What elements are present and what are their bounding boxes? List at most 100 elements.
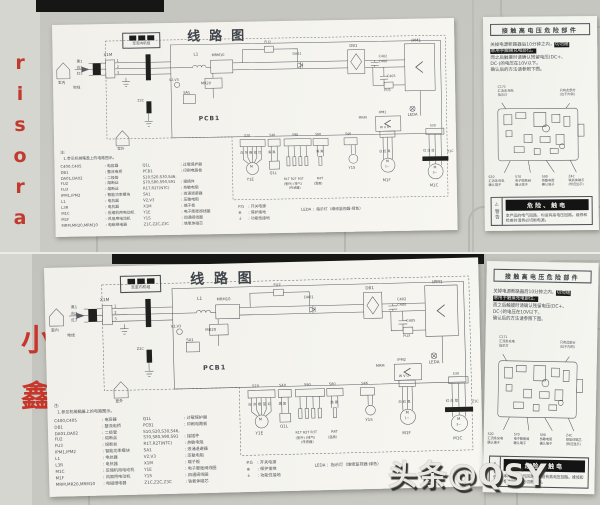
danger-body: 本产品的电气回路，均设有高电压回路。维修和检查时请务必切断电源。: [505, 211, 588, 223]
component-label: 1~: [404, 415, 410, 421]
component-label: (温度): [313, 180, 323, 185]
component-label: Q1L: [280, 424, 288, 429]
hv-warning-label: 接触高电压危险部件 关掉电源断路器后10分钟之内，切勿随意用手触摸充电部位。而之…: [482, 261, 599, 495]
panel-seam: [472, 0, 474, 252]
danger-title: 危险、触电: [505, 199, 589, 211]
component-label: S80: [328, 381, 336, 386]
danger-box: ⚠ 警告 危险、触电 本产品的电气回路，均设有高电压回路。维修和检查时请务必切断…: [490, 196, 593, 226]
component-label: MRM: [358, 115, 367, 120]
component-label: M: [258, 417, 263, 422]
component-label: FU2: [273, 282, 281, 288]
component-label: S20: [252, 383, 259, 388]
component-label: 红3: [71, 317, 78, 323]
vent-strip: [36, 0, 164, 12]
component-label: L1: [193, 51, 199, 57]
legend-extras: P.G: 开关电源⊕: 保护接地⏚: 功能性接地: [238, 203, 270, 221]
component-label: DA01: [292, 51, 302, 56]
component-label: M1F: [402, 429, 411, 435]
component-label: Z1C: [447, 149, 454, 154]
component-label: 白2: [70, 311, 78, 316]
legend-row: ⏚: 功能性接地: [238, 214, 270, 221]
circuit-schematic: [56, 34, 449, 201]
component-label: S30: [429, 122, 436, 127]
panel-edge-highlight: [0, 0, 40, 252]
component-label: MR20: [201, 81, 211, 86]
warning-line: 确认后的方法请参照下图。: [492, 316, 546, 323]
component-label: S40: [279, 382, 286, 388]
component-label: MR20: [205, 327, 217, 333]
component-label: 地线: [67, 333, 76, 338]
component-label: 3~: [432, 170, 438, 175]
component-label: W V U: [379, 124, 390, 129]
component-label: M1C: [429, 181, 439, 187]
component-label: 黑1: [70, 305, 78, 310]
component-label: 红 白 蓝: [423, 148, 435, 153]
component-label: 白灰橙蓝红: [240, 150, 263, 155]
component-label: S30: [452, 370, 460, 376]
component-label: IPM1: [432, 278, 443, 284]
component-label: W V U: [398, 373, 410, 378]
component-label: C405: [386, 74, 396, 79]
component-label: 1~: [384, 164, 390, 169]
hv-warning-title: 接触高电压危险部件: [490, 23, 591, 36]
brand-risora: risora: [9, 52, 31, 238]
component-label: LEDA: [407, 111, 418, 117]
component-label: IPM2: [397, 357, 406, 362]
component-label: S80: [314, 131, 322, 136]
component-label: Z2C: [137, 98, 145, 103]
component-label: FU2: [264, 40, 272, 45]
vent-strip: [112, 254, 484, 264]
component-label: 红 白 蓝: [445, 398, 459, 403]
hv-warning-paper: 接触高电压危险部件 关掉电源断路器后10分钟之内，切勿随意用手触摸充电部位。而之…: [482, 261, 599, 495]
component-label: L1: [196, 295, 203, 301]
wiring-label: 线路图 至室内机组: [52, 17, 458, 237]
component-label: 3: [114, 316, 117, 322]
legend-note-line2: 1.参见机械箱盖上的电路图示。: [63, 154, 117, 161]
component-label: 2: [116, 64, 120, 69]
component-label: Q1L: [269, 171, 277, 176]
component-label: Z1C: [471, 398, 479, 404]
legend-row: Z1C,Z2C,Z3C: 铁氧体磁芯: [143, 219, 204, 226]
brand-xiaoxin: 小鑫: [15, 324, 50, 436]
component-label: 白 红 黑: [379, 148, 391, 153]
component-label: DA01: [303, 294, 314, 300]
component-label: X1M: [99, 296, 110, 303]
hv-warning-text: 关掉电源断路器后10分钟之内，切勿随意用手触摸充电部位。而之后触摸时请确认残留电…: [493, 289, 594, 325]
component-label: 1: [114, 304, 117, 309]
component-label: 白灰橙蓝红: [248, 401, 273, 407]
component-label: Y1E: [246, 176, 254, 182]
component-label: C405: [406, 318, 416, 323]
component-label: 地线: [73, 85, 81, 90]
component-label: IPM2: [378, 110, 387, 115]
hv-warning-text: 关掉电源断路器后10分钟之内，切勿随意用手触摸充电部位。而之后触摸时请确认残留电…: [490, 42, 592, 74]
leda-note: LEDA ：指示灯（维修监视器·绿色）: [301, 205, 364, 212]
component-label: 黑 黑: [316, 149, 324, 154]
component-label: 黑 黑: [278, 401, 287, 406]
component-label: 红3: [76, 71, 83, 76]
component-label: MRM10: [216, 296, 231, 302]
panel-edge-highlight: [0, 254, 32, 505]
component-label: C400: [397, 302, 407, 307]
hv-warning-label: 接触高电压危险部件 关掉电源断路器后10分钟之内，切勿随意用手触摸充电部位。而之…: [483, 16, 599, 231]
component-label: (传感器): [300, 439, 314, 445]
component-label: S20: [243, 133, 251, 138]
hv-warning-paper: 接触高电压危险部件 关掉电源断路器后10分钟之内，切勿随意用手触摸充电部位。而之…: [483, 16, 599, 231]
component-label: Y1E: [255, 430, 264, 436]
component-label: 黑 黑: [330, 400, 339, 405]
photo-risora: risora 线路图 至室内机组: [0, 0, 600, 252]
component-label: V2,V3: [170, 324, 182, 329]
component-label: SA1: [186, 337, 194, 343]
component-label: S40: [268, 132, 276, 137]
callout-backside-note: 只有此部分(位于内侧): [559, 88, 576, 97]
photo-xiaoxin: 小鑫 线路图 至室内机组: [0, 252, 600, 505]
